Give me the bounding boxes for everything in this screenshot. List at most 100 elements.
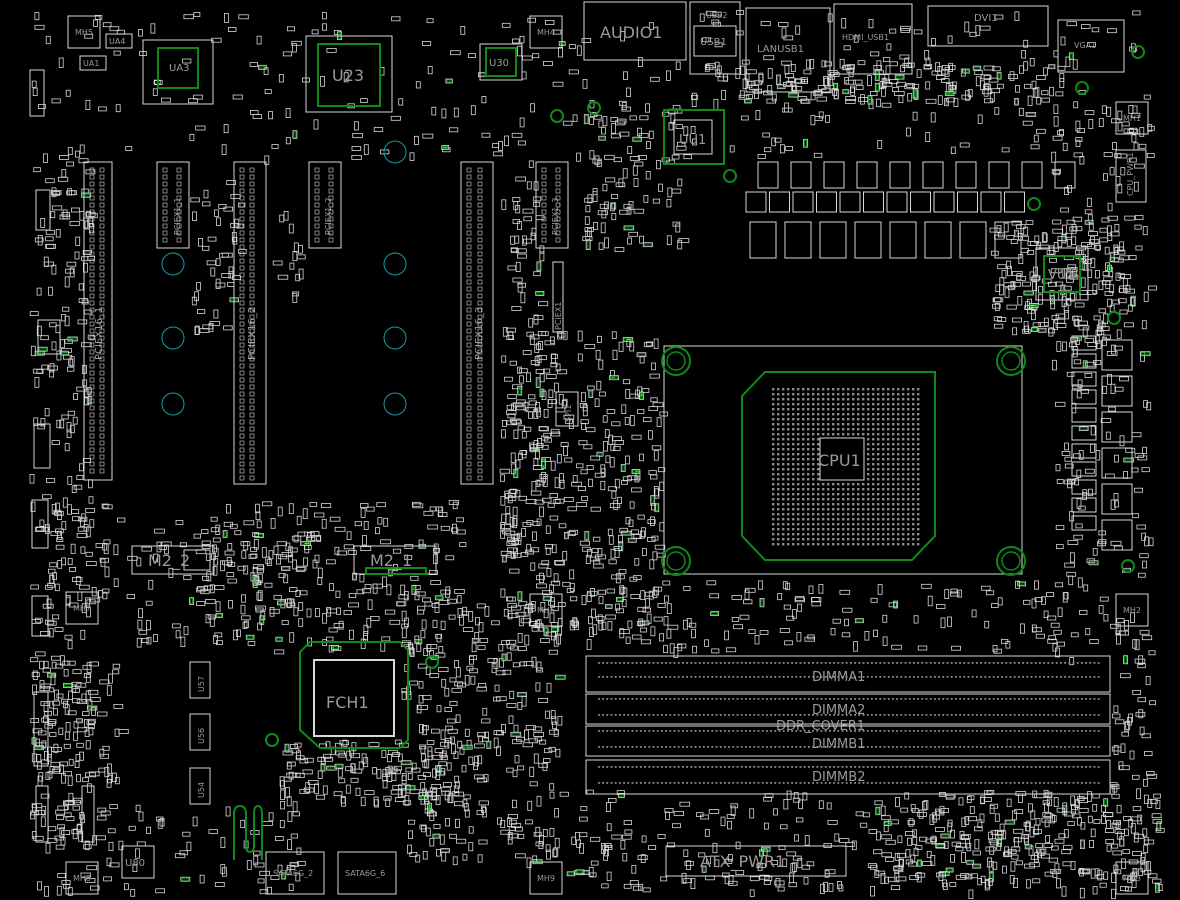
smd-part: [42, 494, 52, 500]
smd-part: [57, 824, 65, 830]
cpu-pin: [912, 423, 915, 426]
smd-part: [520, 618, 532, 624]
dimm-pin: [724, 676, 726, 678]
smd-part: [75, 718, 83, 724]
cpu-pin: [807, 488, 810, 491]
smd-part: [32, 87, 38, 96]
smd-part: [543, 61, 553, 66]
cpu-pin: [872, 543, 875, 546]
smd-part: [771, 137, 777, 147]
dimm-pin: [698, 676, 701, 678]
cpu-pin: [772, 463, 775, 466]
smd-part: [93, 19, 98, 27]
cpu-pin: [857, 433, 860, 436]
smd-part: [640, 590, 646, 601]
cpu-pin: [902, 388, 905, 391]
cpu-pin: [787, 498, 790, 501]
cpu-pin: [912, 458, 915, 461]
cpu-pin: [772, 428, 775, 431]
cpu-pin: [812, 393, 815, 396]
cpu-pin: [892, 448, 895, 451]
smd-part: [877, 140, 883, 149]
dimm-pin: [913, 662, 915, 664]
smd-part: [522, 350, 532, 355]
smd-part: [49, 370, 54, 378]
cpu-pin: [827, 408, 830, 411]
smd-part: [632, 165, 638, 176]
smd-part: [809, 59, 815, 69]
cpu-pin: [857, 418, 860, 421]
cpu-pin: [807, 433, 810, 436]
cpu-pin: [897, 498, 900, 501]
smd-part: [578, 440, 588, 446]
smd-part: [784, 102, 789, 113]
smd-part: [1060, 36, 1066, 46]
cpu-pin: [792, 423, 795, 426]
smd-part: [666, 70, 671, 81]
smd-part: [194, 291, 200, 302]
smd-part: [232, 236, 238, 245]
cpu-pin: [777, 538, 780, 541]
cpu-pin: [877, 498, 880, 501]
smd-part: [208, 322, 214, 333]
cpu-pin: [842, 428, 845, 431]
smd-copper: [258, 65, 266, 69]
cpu-pin: [822, 388, 825, 391]
cpu-pin: [877, 428, 880, 431]
smd-part: [518, 452, 523, 460]
smd-part: [82, 711, 90, 716]
cpu-pin: [792, 523, 795, 526]
smd-part: [519, 117, 525, 128]
cpu-pin: [907, 478, 910, 481]
cpu-pin: [897, 518, 900, 521]
smd-part: [666, 235, 672, 246]
smd-part: [85, 169, 96, 175]
smd-part: [618, 569, 627, 574]
dimm-pin: [766, 676, 768, 678]
dimm-pin: [715, 662, 718, 664]
cpu-pin: [772, 443, 775, 446]
smd-copper: [536, 378, 540, 387]
dimm-pin: [917, 662, 919, 664]
smd-copper: [609, 376, 619, 380]
cpu-pin: [772, 488, 775, 491]
smd-part: [638, 618, 644, 627]
smd-part: [672, 221, 681, 227]
cpu-pin: [772, 498, 775, 501]
smd-part: [504, 490, 510, 499]
smd-copper: [643, 243, 653, 247]
cpu-pin: [877, 478, 880, 481]
cpu-pin: [857, 518, 860, 521]
cpu-pin: [792, 478, 795, 481]
smd-part: [548, 389, 554, 398]
cpu-pin: [847, 403, 850, 406]
smd-part: [620, 530, 632, 536]
cpu-pin: [917, 473, 920, 476]
smd-part: [125, 146, 133, 151]
smd-part: [530, 562, 536, 571]
dimm-pin: [808, 676, 810, 678]
cpu-pin: [917, 538, 920, 541]
cpu-pin: [897, 478, 900, 481]
smd-part: [608, 559, 617, 565]
cpu-pin: [907, 423, 910, 426]
smd-part: [67, 366, 75, 372]
smd-part: [505, 506, 511, 514]
smd-part: [189, 133, 195, 141]
cpu-pin: [852, 518, 855, 521]
cpu-pin: [837, 503, 840, 506]
dimm-pin: [971, 662, 974, 664]
smd-part: [533, 315, 544, 321]
cpu-pin: [867, 423, 870, 426]
cpu-pin: [777, 433, 780, 436]
smd-part: [81, 256, 89, 262]
smd-copper: [63, 683, 72, 687]
cpu-pin: [812, 398, 815, 401]
smd-part: [558, 523, 567, 529]
cpu-pin: [852, 503, 855, 506]
smd-part: [59, 154, 70, 160]
smd-part: [65, 89, 71, 97]
smd-part: [69, 267, 75, 278]
dimm-pin: [799, 676, 802, 678]
smd-part: [610, 548, 616, 559]
